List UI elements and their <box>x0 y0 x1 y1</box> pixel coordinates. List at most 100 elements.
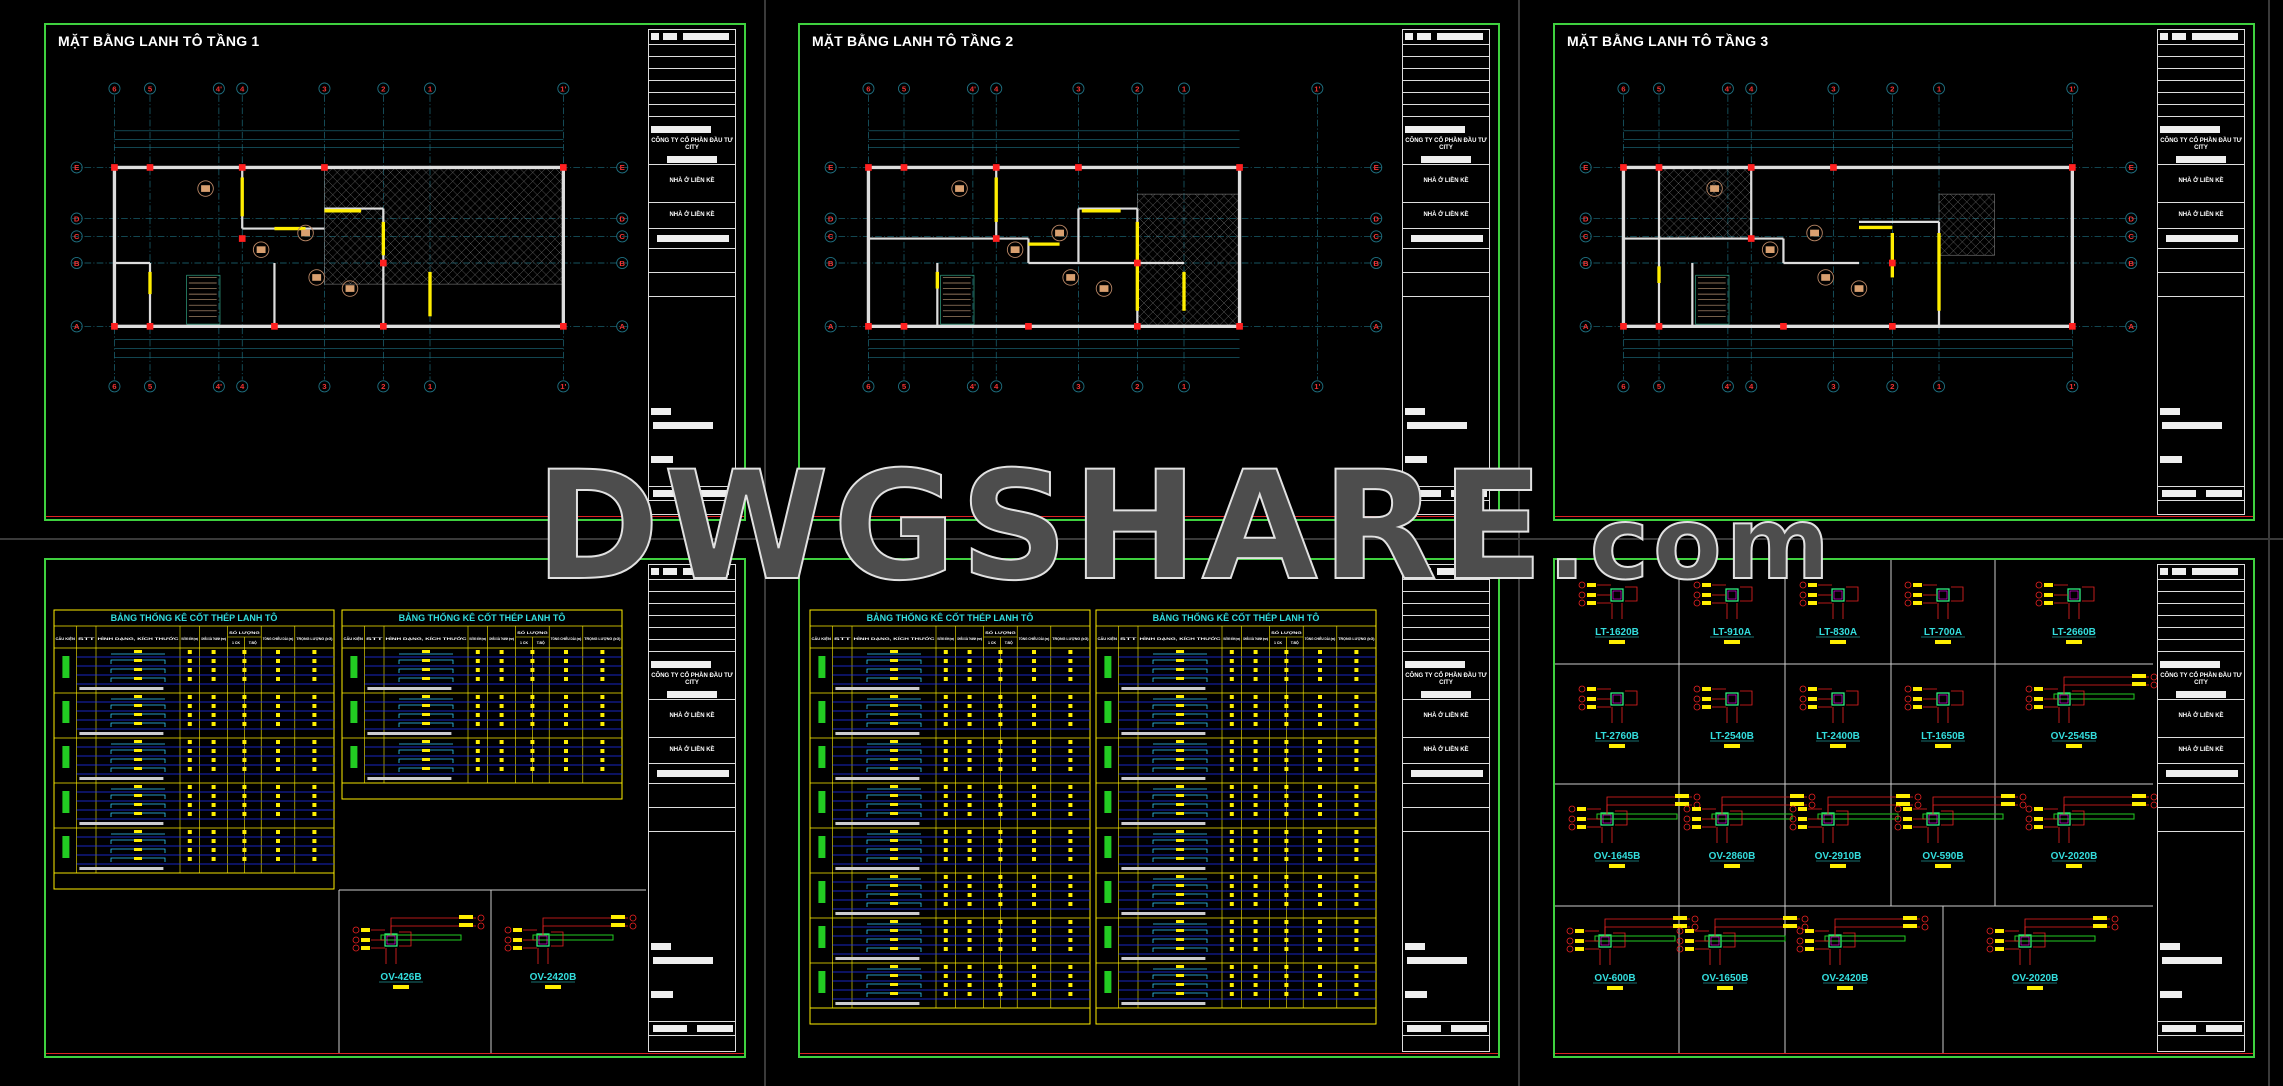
rebar-shape <box>1152 677 1208 682</box>
table-cell-value <box>600 713 605 717</box>
title-block-rule <box>649 92 735 93</box>
title-block-rule <box>2158 639 2244 640</box>
stirrup <box>2069 590 2079 600</box>
table-cell-value <box>967 965 972 969</box>
table-cell-value <box>1318 920 1322 924</box>
fixture-body <box>345 285 355 292</box>
title-block-rule <box>649 651 735 652</box>
rebar-dim-label <box>890 785 898 788</box>
hatch-line <box>1159 193 1240 275</box>
rebar-dim-label <box>422 713 430 716</box>
grid-label: 3 <box>1831 382 1836 391</box>
fixture-body <box>1710 185 1719 192</box>
fixture-body <box>1099 285 1109 292</box>
title-block-field <box>1405 661 1465 668</box>
stirrup <box>2020 936 2030 946</box>
table-cell-value <box>1068 875 1073 879</box>
rebar-shape <box>866 722 922 727</box>
grid-label: 1' <box>560 382 566 391</box>
table-cell-value <box>1354 650 1359 654</box>
length-note <box>1609 864 1625 868</box>
grid-label: 6 <box>112 84 117 93</box>
title-block-rule <box>2158 591 2244 592</box>
grid-bubble <box>1370 161 1383 174</box>
bar-mark-bubble <box>1789 805 1797 813</box>
hatch-line <box>1939 200 1995 256</box>
table-cell-value <box>1229 947 1234 951</box>
table-cell-value <box>967 659 972 663</box>
title-block-rule <box>649 591 735 592</box>
stirrup <box>538 935 548 945</box>
grid-label: B <box>1583 259 1589 268</box>
table-cell-value <box>1229 749 1234 753</box>
grid-label: D <box>1583 214 1589 223</box>
hatch-line <box>509 230 564 285</box>
bar-mark-text <box>361 946 370 950</box>
table-cell-value <box>1284 767 1289 771</box>
table-cell-value <box>276 713 280 717</box>
rebar-dim-label <box>134 767 142 770</box>
bar-mark-bubble <box>1566 927 1574 935</box>
table-title: BẢNG THỐNG KÊ CỐT THÉP LANH TÔ <box>867 612 1034 623</box>
table-cell-value <box>242 740 247 744</box>
table-cell-value <box>1318 938 1322 942</box>
bar-mark-bubble <box>1676 927 1684 935</box>
rebar-dim-label <box>1176 884 1184 887</box>
rebar-dim-label <box>1176 785 1184 788</box>
grid-label: 6 <box>1621 382 1626 391</box>
title-block-field <box>2172 33 2186 40</box>
title-block-field <box>683 33 729 40</box>
column <box>2069 164 2076 171</box>
title-block-field <box>1417 568 1431 575</box>
table-cell-value <box>943 938 948 942</box>
fixture-ring <box>1761 241 1779 258</box>
grid-label: E <box>1374 163 1379 172</box>
table-cell-value <box>1253 938 1258 942</box>
table-cell-value <box>967 704 972 708</box>
title-block-field <box>1405 943 1425 950</box>
table-cell-value <box>564 659 568 663</box>
bar-mark-text <box>2034 697 2043 701</box>
table-cell-value <box>1253 983 1258 987</box>
table-cell-value <box>1253 812 1258 816</box>
fixture-body <box>1821 274 1831 281</box>
leader-lines <box>1818 688 1859 723</box>
table-cell-value <box>564 767 568 771</box>
hatch-line <box>438 167 556 285</box>
sheet-floor-1-lintel-plan[interactable]: MẶT BẰNG LANH TÔ TẦNG 1 CÔNG TY CỔ PHẦN … <box>44 23 746 521</box>
title-block-field <box>2162 957 2222 964</box>
table-cell-value <box>1032 893 1036 897</box>
leader-lines <box>1585 930 1626 965</box>
table-cell-value <box>1284 713 1289 717</box>
stirrup <box>1710 936 1720 946</box>
bar-mark-bubble <box>1566 937 1574 945</box>
grid-label: 4 <box>1749 382 1754 391</box>
grid-bubble <box>616 161 629 174</box>
table-cell-value <box>1253 740 1258 744</box>
hatch-line <box>1685 172 1752 239</box>
sheet-floor-2-lintel-plan[interactable]: MẶT BẰNG LANH TÔ TẦNG 2 CÔNG TY CỔ PHẦN … <box>798 23 1500 521</box>
slab-outline <box>1922 813 2004 820</box>
length-note <box>1830 864 1846 868</box>
grid-bubble <box>1617 82 1630 95</box>
bar-mark-text <box>513 946 522 950</box>
fixture-ring <box>308 269 325 286</box>
table-cell-value <box>1032 713 1036 717</box>
rebar-dim-label <box>1176 848 1184 851</box>
table-cell-value <box>187 812 192 816</box>
project-name: NHÀ Ở LIỀN KỀ <box>669 178 715 184</box>
table-header: ĐƯỜNG KÍNH (mm) <box>938 636 955 641</box>
hatch-line <box>1147 233 1240 327</box>
grid-bubble <box>144 380 156 393</box>
title-block-field <box>1451 1025 1487 1032</box>
title-block-field <box>1421 691 1471 698</box>
detail-label: LT-2540B <box>1710 731 1754 742</box>
title-block-field <box>651 661 711 668</box>
hatch-line <box>1209 296 1240 327</box>
sheet-floor-3-lintel-plan[interactable]: MẶT BẰNG LANH TÔ TẦNG 3 CÔNG TY CỔ PHẦN … <box>1553 23 2255 521</box>
table-border <box>53 609 335 890</box>
group-total-label <box>1121 777 1206 780</box>
